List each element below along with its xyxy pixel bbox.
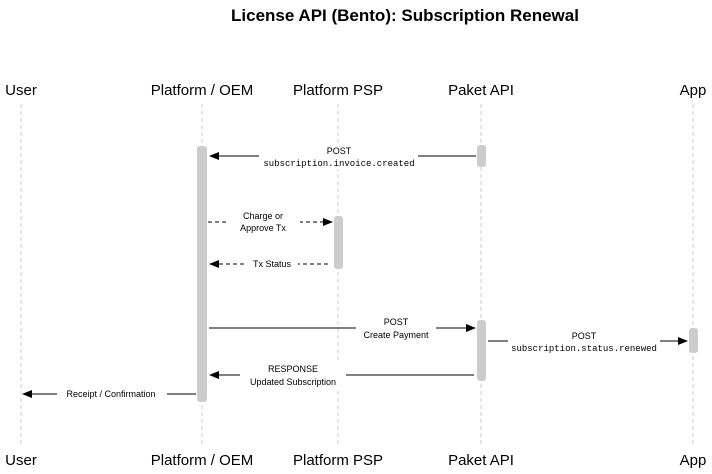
message-label-charge-1: Charge or: [243, 211, 283, 221]
message-label-receipt: Receipt / Confirmation: [66, 389, 155, 399]
message-label-bg-status-renewed: [508, 328, 660, 354]
activation-paket-api-1: [477, 145, 486, 167]
diagram-title: License API (Bento): Subscription Renewa…: [231, 6, 579, 25]
participant-paket-api-bottom: Paket API: [448, 452, 514, 469]
participant-user-bottom: User: [5, 452, 37, 469]
message-label-status-renewed-1: POST: [572, 331, 597, 341]
message-label-tx-status: Tx Status: [253, 259, 292, 269]
message-label-status-renewed-2: subscription.status.renewed: [511, 344, 657, 354]
activation-paket-api-2: [477, 320, 486, 381]
message-label-bg-create-payment: [356, 316, 436, 342]
message-label-charge-2: Approve Tx: [240, 223, 286, 233]
message-label-invoice-created-2: subscription.invoice.created: [263, 159, 414, 169]
activation-app: [689, 328, 698, 353]
participant-app-bottom: App: [680, 452, 707, 469]
message-label-create-payment-2: Create Payment: [363, 330, 429, 340]
message-label-create-payment-1: POST: [384, 317, 409, 327]
message-label-bg-updated-subscription: [240, 362, 346, 388]
message-label-updated-subscription-2: Updated Subscription: [250, 377, 336, 387]
message-label-bg-receipt: [57, 387, 167, 400]
participant-user-top: User: [5, 82, 37, 99]
participant-platform-psp-bottom: Platform PSP: [293, 452, 383, 469]
participant-platform-oem-bottom: Platform / OEM: [151, 452, 254, 469]
message-label-bg-tx-status: [246, 258, 298, 270]
participant-paket-api-top: Paket API: [448, 82, 514, 99]
activation-platform-oem: [197, 146, 207, 402]
participant-app-top: App: [680, 82, 707, 99]
message-label-bg-invoice-created: [259, 143, 418, 169]
message-label-invoice-created-1: POST: [327, 146, 352, 156]
activation-platform-psp: [334, 216, 343, 269]
participant-platform-oem-top: Platform / OEM: [151, 82, 254, 99]
message-label-updated-subscription-1: RESPONSE: [268, 364, 318, 374]
message-label-bg-charge: [226, 208, 300, 236]
participant-platform-psp-top: Platform PSP: [293, 82, 383, 99]
